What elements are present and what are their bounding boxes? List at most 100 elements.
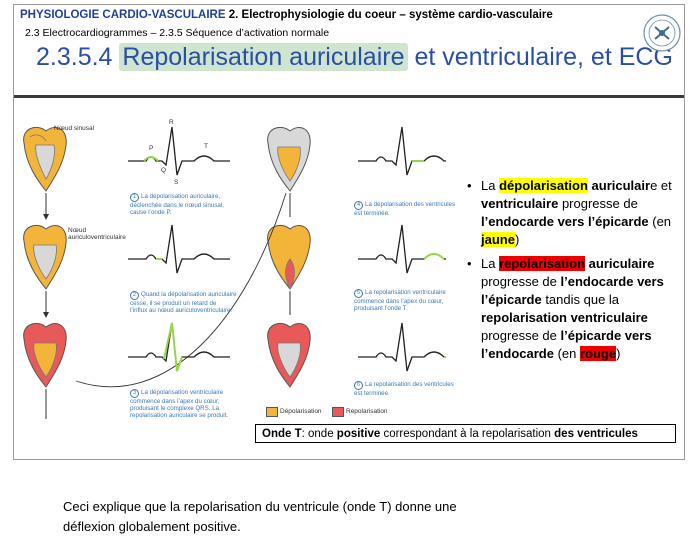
caption-3-number: 3: [130, 389, 139, 398]
ecg-trace-1: [128, 126, 230, 176]
b1-text-6: l’endocarde vers l’épicarde: [481, 214, 649, 229]
heart-4-icon: [267, 127, 311, 192]
bullet-dot-icon: •: [467, 178, 472, 193]
wave-t-1: T: [204, 143, 208, 150]
footer-explanation: Ceci explique que la repolarisation du v…: [63, 497, 623, 537]
figure-drawing: [23, 126, 460, 419]
caption-1-line-1: La dépolarisation auriculaire,: [141, 193, 221, 200]
wave-s-1: S: [174, 179, 179, 186]
caption-4-line-2: est terminée.: [354, 210, 390, 217]
university-seal-icon: [643, 14, 681, 52]
caption-6-number: 6: [354, 381, 363, 390]
ecg-trace-3: [128, 322, 230, 372]
caption-4-line-1: La dépolarisation des ventricules: [365, 201, 456, 208]
caption-5-line-2: commence dans l’apex du cœur,: [354, 298, 444, 305]
note-text-1: : onde: [301, 428, 337, 440]
footer-line-2: déflexion globalement positive.: [63, 519, 241, 534]
b1-text-8: ): [514, 232, 520, 247]
bullet-depolarisation: • La dépolarisation auriculaire et ventr…: [461, 177, 681, 249]
legend-depol-swatch: [266, 407, 278, 417]
b1-text-7: (en: [648, 214, 672, 229]
note-text-ventricules: des ventricules: [554, 428, 638, 440]
caption-2-line-1: Quand la dépolarisation auriculaire: [141, 291, 237, 298]
caption-6-line-1: La repolarisation des ventricules: [365, 381, 454, 388]
note-label: Onde T: [262, 428, 302, 440]
b1-highlight-jaune: jaune: [481, 232, 515, 247]
heart-2-icon: [23, 225, 67, 290]
wave-q-1: Q: [161, 167, 167, 174]
heart-3-icon: [23, 323, 67, 388]
wave-r-1: R: [169, 119, 174, 126]
b2-text-10: ): [616, 346, 621, 361]
b1-text-5: progresse de: [558, 196, 638, 211]
note-text-positive: positive: [336, 428, 381, 440]
legend-repol-swatch: [332, 407, 344, 417]
caption-6-line-2: est terminée.: [354, 390, 390, 397]
caption-1-line-3: cause l’onde P.: [130, 209, 172, 217]
b2-text-7: progresse de: [481, 328, 561, 343]
b2-highlight-repol: repolarisation: [499, 256, 586, 271]
b2-text-6: repolarisation ventriculaire: [481, 310, 648, 325]
caption-5-number: 5: [354, 289, 363, 298]
caption-2-line-3: l’influx au nœud auriculoventriculaire.: [130, 307, 233, 315]
legend-repol-label: Repolarisation: [346, 408, 388, 415]
b2-text-8: l’épicarde vers l’endocarde: [481, 328, 652, 361]
caption-2-line-2: cesse, il se produit un retard de: [130, 300, 217, 307]
caption-1-number: 1: [130, 193, 139, 202]
caption-3-line-3: produisant le complexe QRS. La: [130, 405, 220, 413]
ecg-trace-6: [358, 322, 460, 372]
onde-t-note: Onde T: onde positive correspondant à la…: [255, 424, 676, 443]
b2-text-2: auriculaire: [585, 256, 655, 271]
caption-1-line-2: déclenchée dans le nœud sinusal,: [130, 202, 224, 209]
b2-text-4: l’endocarde vers l’épicarde: [481, 274, 664, 307]
heart-ecg-figure: Nœud sinusal Nœud auriculoventriculaire …: [16, 119, 460, 421]
note-text-3: correspondant à la repolarisation: [380, 428, 555, 440]
caption-2-number: 2: [130, 291, 139, 300]
label-av-node-2: auriculoventriculaire: [68, 234, 126, 241]
subsection-title: 2.3 Electrocardiogrammes – 2.3.5 Séquenc…: [25, 27, 330, 39]
course-title: PHYSIOLOGIE CARDIO-VASCULAIRE: [20, 9, 226, 21]
caption-4-number: 4: [354, 201, 363, 210]
b1-text-4: ventriculaire: [481, 196, 559, 211]
ecg-trace-4: [358, 126, 460, 176]
b1-text-3: e et: [650, 178, 672, 193]
heart-6-icon: [267, 323, 311, 388]
b2-text-9: (en: [553, 346, 580, 361]
caption-5-line-1: La repolarisation ventriculaire: [365, 289, 446, 296]
header-line: PHYSIOLOGIE CARDIO-VASCULAIRE 2. Electro…: [20, 9, 553, 21]
footer-line-1: Ceci explique que la repolarisation du v…: [63, 499, 457, 514]
b2-text-5: tandis que la: [541, 292, 620, 307]
b2-text-1: La: [481, 256, 500, 271]
ecg-trace-5: [358, 224, 460, 274]
b2-highlight-rouge: rouge: [579, 346, 617, 361]
title-rest: et ventriculaire, et ECG: [414, 43, 673, 71]
label-av-node-1: Nœud: [68, 227, 87, 234]
caption-3-line-1: La dépolarisation ventriculaire: [141, 389, 224, 396]
b1-text-1: La: [481, 178, 500, 193]
bullet-repolarisation: • La repolarisation auriculaire progress…: [461, 255, 681, 363]
chapter-title: 2. Electrophysiologie du coeur – système…: [228, 9, 553, 21]
label-sinus-node: Nœud sinusal: [54, 125, 95, 132]
b1-highlight-depol: dépolarisation: [499, 178, 588, 193]
heart-5-icon: [267, 225, 311, 290]
title-rule: [14, 95, 684, 98]
caption-3-line-2: commence dans l’apex du cœur,: [130, 398, 220, 405]
ecg-trace-2: [128, 224, 230, 274]
b2-text-3: progresse de: [481, 274, 561, 289]
caption-5-line-3: produisant l’onde T.: [354, 305, 408, 313]
slide-title: 2.3.5.4 Repolarisation auriculaire et ve…: [36, 43, 673, 72]
title-highlight: Repolarisation auriculaire: [119, 43, 408, 71]
b1-text-2: auriculair: [587, 178, 651, 193]
bullet-list: • La dépolarisation auriculaire et ventr…: [461, 177, 681, 369]
wave-p-1: P: [149, 145, 154, 152]
legend-depol-label: Dépolarisation: [280, 408, 322, 415]
heart-1-icon: [23, 127, 67, 192]
caption-3-line-4: repolarisation auriculaire se produit.: [130, 412, 229, 420]
title-number: 2.3.5.4: [36, 43, 113, 71]
